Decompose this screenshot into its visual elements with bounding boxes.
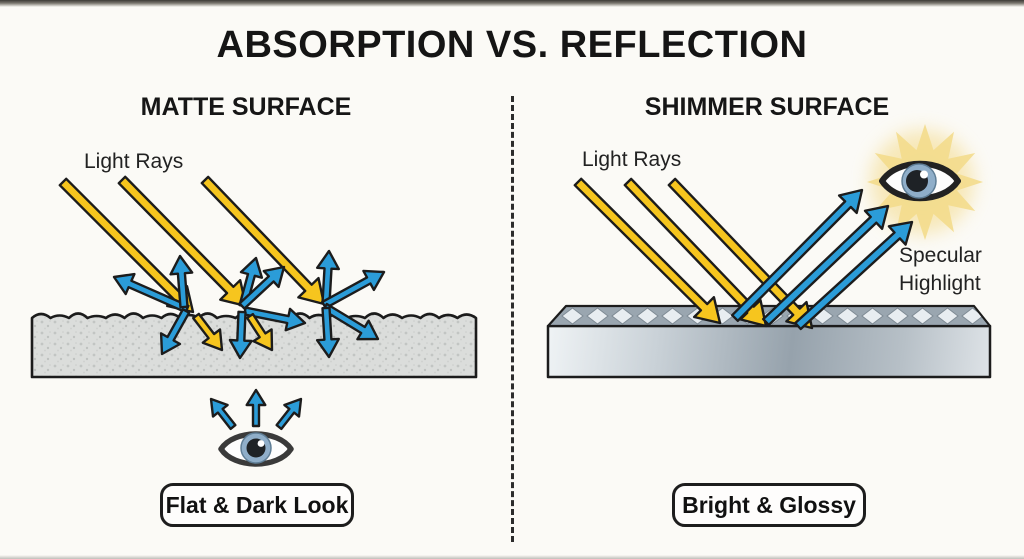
absorbed-ray-icon bbox=[192, 312, 224, 352]
scattered-ray-icon bbox=[238, 265, 286, 310]
panel-divider bbox=[511, 96, 514, 542]
specular-highlight-line2: Highlight bbox=[899, 272, 981, 295]
light-rays-label-right: Light Rays bbox=[582, 148, 682, 171]
scattered-ray-icon bbox=[112, 272, 190, 314]
viewer-eye-icon-left bbox=[218, 431, 294, 467]
diffuse-exit-ray-icon bbox=[275, 397, 303, 431]
absorbed-ray-icon bbox=[245, 312, 274, 352]
scattered-ray-icon bbox=[316, 249, 340, 305]
reflected-ray-icon bbox=[731, 188, 864, 322]
reflected-ray-icon bbox=[794, 220, 914, 331]
specular-highlight-line1: Specular bbox=[899, 244, 982, 267]
diffuse-exit-ray-icon bbox=[245, 388, 267, 428]
scattered-ray-icon bbox=[321, 269, 386, 310]
scattered-ray-icon bbox=[315, 306, 340, 359]
matte-result-label: Flat & Dark Look bbox=[165, 491, 349, 518]
bottom-edge-shadow bbox=[0, 555, 1024, 559]
viewer-eye-icon-right bbox=[879, 160, 961, 202]
light-rays-label-left: Light Rays bbox=[84, 150, 184, 173]
scattered-ray-icon bbox=[243, 306, 307, 332]
light-ray-icon bbox=[573, 177, 722, 325]
shimmer-panel-header: SHIMMER SURFACE bbox=[644, 93, 890, 121]
specular-highlight-label: Specular Highlight bbox=[899, 242, 982, 298]
top-edge-shadow bbox=[0, 0, 1024, 7]
light-ray-icon bbox=[200, 175, 326, 306]
diffuse-exit-ray-icon bbox=[209, 397, 237, 431]
scattered-ray-icon bbox=[228, 310, 253, 360]
matte-panel-header: MATTE SURFACE bbox=[140, 93, 352, 121]
matte-result-box: Flat & Dark Look bbox=[160, 483, 354, 527]
reflected-ray-icon bbox=[762, 204, 890, 327]
shimmer-result-label: Bright & Glossy bbox=[682, 491, 856, 518]
shimmer-surface bbox=[546, 304, 992, 379]
scattered-ray-icon bbox=[159, 308, 191, 356]
scattered-ray-icon bbox=[322, 302, 380, 341]
scattered-ray-icon bbox=[169, 254, 194, 309]
scattered-ray-icon bbox=[238, 256, 264, 309]
shimmer-result-box: Bright & Glossy bbox=[672, 483, 866, 527]
page-title: ABSORPTION VS. REFLECTION bbox=[216, 24, 808, 66]
